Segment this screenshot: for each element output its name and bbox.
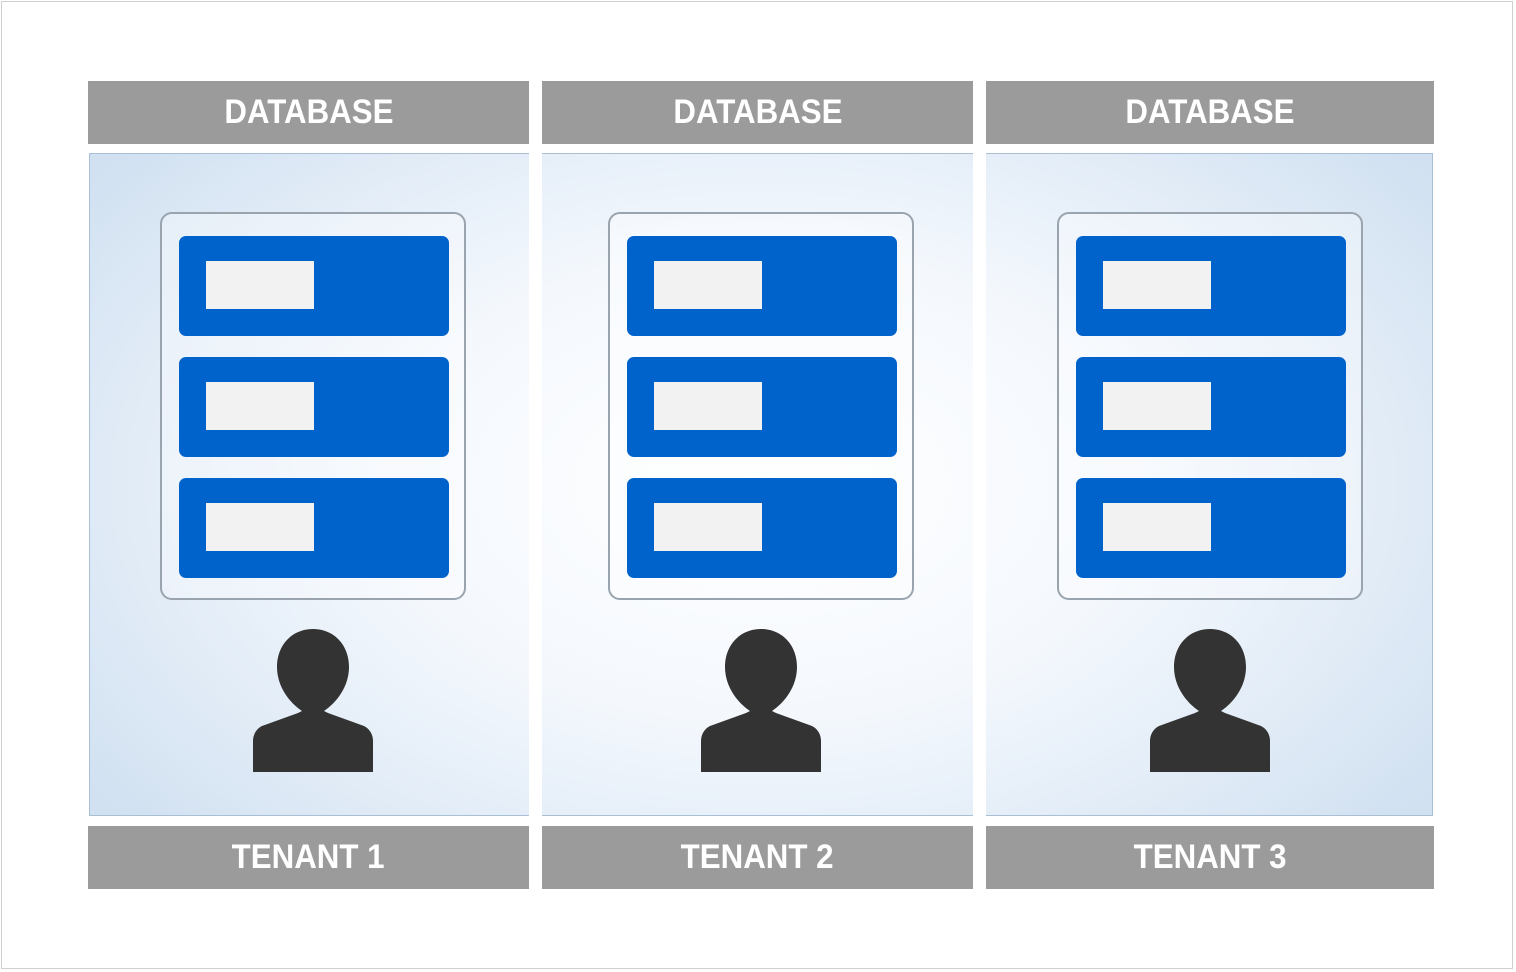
database-row-slot bbox=[1103, 382, 1211, 430]
database-row bbox=[179, 357, 449, 457]
database-row-slot bbox=[654, 261, 762, 309]
database-header-label: DATABASE bbox=[1125, 93, 1295, 131]
tenant-label-text: TENANT 3 bbox=[1133, 838, 1287, 876]
person-icon bbox=[253, 629, 373, 772]
tenant-label-text: TENANT 1 bbox=[232, 838, 385, 876]
tenant-label-2: TENANT 2 bbox=[542, 826, 973, 889]
database-row bbox=[1076, 357, 1346, 457]
person-icon bbox=[1150, 629, 1270, 772]
database-header-3: DATABASE bbox=[986, 81, 1434, 144]
database-row bbox=[1076, 478, 1346, 578]
tenant-label-1: TENANT 1 bbox=[88, 826, 529, 889]
database-row-slot bbox=[654, 503, 762, 551]
database-header-label: DATABASE bbox=[223, 93, 394, 131]
database-row bbox=[627, 478, 897, 578]
database-icon-2 bbox=[608, 212, 914, 600]
database-header-2: DATABASE bbox=[542, 81, 973, 144]
database-icon-1 bbox=[160, 212, 466, 600]
database-row-slot bbox=[654, 382, 762, 430]
database-row-slot bbox=[206, 503, 314, 551]
tenant-label-3: TENANT 3 bbox=[986, 826, 1434, 889]
column-divider bbox=[529, 150, 542, 818]
database-row bbox=[1076, 236, 1346, 336]
database-row-slot bbox=[206, 261, 314, 309]
database-row bbox=[627, 236, 897, 336]
database-row bbox=[179, 236, 449, 336]
database-row-slot bbox=[206, 382, 314, 430]
database-header-1: DATABASE bbox=[88, 81, 529, 144]
tenant-label-text: TENANT 2 bbox=[681, 838, 834, 876]
person-icon bbox=[701, 629, 821, 772]
database-row-slot bbox=[1103, 261, 1211, 309]
column-divider bbox=[973, 150, 986, 818]
database-header-label: DATABASE bbox=[672, 93, 843, 131]
database-row bbox=[627, 357, 897, 457]
database-icon-3 bbox=[1057, 212, 1363, 600]
database-row-slot bbox=[1103, 503, 1211, 551]
database-row bbox=[179, 478, 449, 578]
